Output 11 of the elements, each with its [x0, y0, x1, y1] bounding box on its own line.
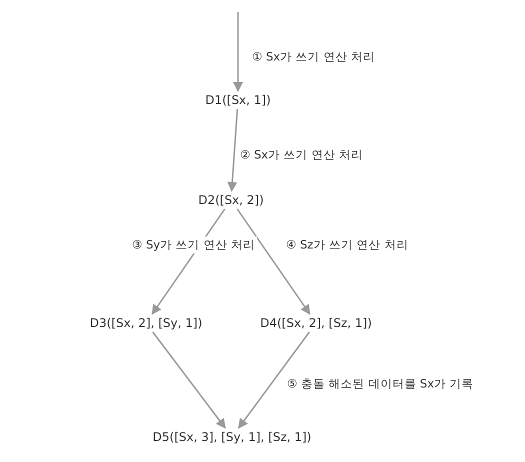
node-label: D3([Sx, 2], [Sy, 1])	[86, 314, 206, 332]
node-label: D4([Sx, 2], [Sz, 1])	[257, 314, 375, 332]
arrow	[238, 332, 310, 429]
node-label: D5([Sx, 3], [Sy, 1], [Sz, 1])	[150, 428, 314, 446]
arrow	[227, 108, 238, 192]
edge-label: ③ Sy가 쓰기 연산 처리	[130, 236, 258, 254]
node-label: D2([Sx, 2])	[195, 191, 267, 209]
arrow	[233, 12, 243, 92]
arrow	[152, 332, 226, 429]
arrow	[236, 208, 310, 315]
node-label: D1([Sx, 1])	[202, 91, 274, 109]
